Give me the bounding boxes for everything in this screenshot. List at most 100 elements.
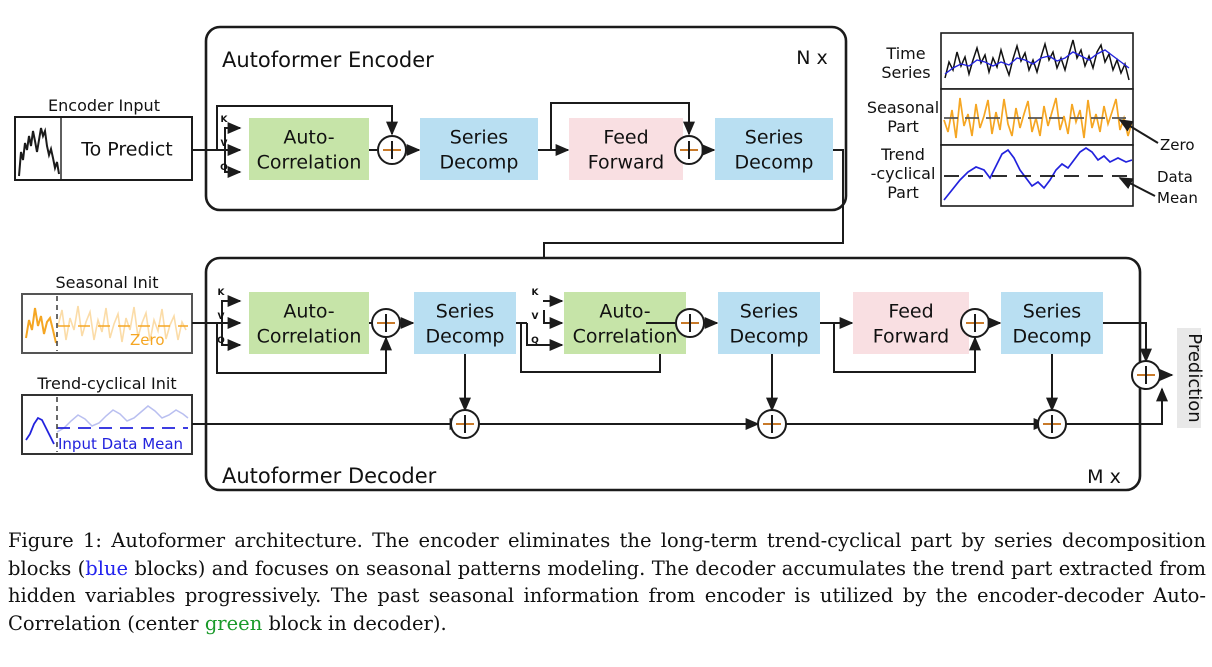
encoder-residual-2 bbox=[550, 102, 695, 150]
enc-feed-forward-block[interactable] bbox=[569, 118, 683, 180]
data-mean-annotation-1: Data bbox=[1157, 168, 1193, 186]
dec-k-wire-1 bbox=[221, 295, 242, 323]
trend-part-label-1: Trend bbox=[880, 145, 925, 164]
caption-green-word: green bbox=[204, 612, 263, 636]
prediction-badge bbox=[1177, 328, 1201, 428]
dec-sd2-label-1: Series bbox=[740, 301, 798, 323]
trend-init-curve bbox=[25, 397, 189, 452]
trend-part-label-2: -cyclical bbox=[871, 164, 936, 183]
dec-ac2-label-1: Auto- bbox=[599, 301, 650, 323]
dec-q-wire-2 bbox=[526, 323, 564, 351]
encoder-q-label: Q bbox=[220, 163, 228, 173]
dec-feed-forward-block[interactable] bbox=[853, 292, 969, 354]
seasonal-init-curve bbox=[25, 296, 188, 351]
dec-sd3-label-1: Series bbox=[1023, 301, 1081, 323]
trend-cyclical-part-curve bbox=[943, 146, 1132, 201]
dec-ff-label-2: Forward bbox=[873, 326, 949, 348]
dec-sd1-label-1: Series bbox=[436, 301, 494, 323]
encoder-k-wire bbox=[224, 122, 242, 150]
decoder-residual-1 bbox=[216, 323, 392, 374]
enc-series-decomp-1-label-1: Series bbox=[450, 127, 508, 149]
trend-part-label-3: Part bbox=[887, 183, 919, 202]
caption-part-3: block in decoder). bbox=[262, 612, 447, 636]
dec-add-2 bbox=[675, 308, 705, 338]
dec-q-label-2: Q bbox=[531, 336, 539, 346]
dec-sd1-label-2: Decomp bbox=[426, 326, 505, 348]
encoder-v-label: V bbox=[221, 139, 228, 149]
seasonal-part-label-1: Seasonal bbox=[867, 98, 939, 117]
dec-v-label-1: V bbox=[218, 312, 225, 322]
enc-series-decomp-2-label-2: Decomp bbox=[735, 152, 814, 174]
zero-annotation: Zero bbox=[1160, 136, 1195, 154]
dec-series-decomp-1-block[interactable] bbox=[414, 292, 516, 354]
autoformer-architecture-diagram: Autoformer Encoder N x Encoder Input To … bbox=[14, 25, 1205, 492]
encoder-k-label: K bbox=[221, 115, 229, 125]
dec-ff-label-1: Feed bbox=[888, 301, 933, 323]
caption-blue-word: blue bbox=[85, 556, 129, 580]
trend-init-panel bbox=[21, 394, 193, 455]
caption-prefix: Figure 1: bbox=[8, 529, 102, 552]
encoder-input-panel bbox=[14, 116, 193, 181]
dec-add-3 bbox=[960, 308, 990, 338]
dec-ac2-label-2: Correlation bbox=[573, 326, 678, 348]
enc-series-decomp-1-block[interactable] bbox=[420, 118, 538, 180]
enc-feed-forward-label-2: Forward bbox=[588, 152, 664, 174]
enc-series-decomp-2-label-1: Series bbox=[745, 127, 803, 149]
enc-add-2 bbox=[674, 135, 704, 165]
caption-part-2: blocks) and focuses on seasonal patterns… bbox=[8, 556, 1207, 636]
seasonal-part-label-2: Part bbox=[887, 117, 919, 136]
dec-v-label-2: V bbox=[532, 312, 539, 322]
dec-v-wire-2 bbox=[543, 310, 564, 329]
time-series-label-2: Series bbox=[881, 63, 930, 82]
decoder-residual-2 bbox=[520, 323, 666, 373]
encoder-title: Autoformer Encoder bbox=[222, 48, 434, 72]
dec-add-1 bbox=[371, 308, 401, 338]
dec-sd3-label-2: Decomp bbox=[1013, 326, 1092, 348]
dec-trend-add-3 bbox=[1037, 409, 1067, 439]
seasonal-init-caption: Seasonal Init bbox=[56, 273, 159, 292]
seasonal-init-zero-label: Zero bbox=[130, 331, 165, 349]
dec-q-label-1: Q bbox=[217, 336, 225, 346]
figure-caption: Figure 1: Autoformer architecture. The e… bbox=[8, 527, 1206, 638]
dec-series-decomp-3-block[interactable] bbox=[1001, 292, 1103, 354]
decoder-repeat-label: M x bbox=[1087, 466, 1121, 488]
dec-trend-add-2 bbox=[757, 409, 787, 439]
time-series-curves bbox=[944, 39, 1130, 81]
dec-k-label-2: K bbox=[532, 288, 540, 298]
dec-ac1-label-1: Auto- bbox=[283, 301, 334, 323]
time-series-label-1: Time bbox=[885, 44, 925, 63]
encoder-input-sparkline bbox=[18, 127, 60, 177]
enc-auto-correlation-label-1: Auto- bbox=[283, 127, 334, 149]
data-mean-annotation-2: Mean bbox=[1157, 189, 1198, 207]
dec-k-label-1: K bbox=[218, 288, 226, 298]
decoder-residual-3 bbox=[833, 323, 981, 373]
encoder-q-wire bbox=[224, 150, 242, 178]
enc-series-decomp-2-block[interactable] bbox=[715, 118, 833, 180]
trend-init-caption: Trend-cyclical Init bbox=[36, 374, 176, 393]
enc-series-decomp-1-label-2: Decomp bbox=[440, 152, 519, 174]
trend-to-final-add bbox=[1066, 387, 1168, 425]
encoder-input-caption: Encoder Input bbox=[48, 96, 160, 115]
seasonal-part-panel bbox=[940, 88, 1134, 146]
decoder-title: Autoformer Decoder bbox=[222, 464, 437, 488]
prediction-label: Prediction bbox=[1184, 333, 1205, 422]
encoder-repeat-label: N x bbox=[796, 47, 828, 69]
dec-sd2-label-2: Decomp bbox=[730, 326, 809, 348]
seasonal-part-curve bbox=[943, 97, 1132, 139]
encoder-residual-1 bbox=[216, 105, 398, 150]
enc-feed-forward-label-1: Feed bbox=[603, 127, 648, 149]
seasonal-to-final-add bbox=[1103, 322, 1152, 363]
enc-add-1 bbox=[377, 135, 407, 165]
encoder-input-to-predict-label: To Predict bbox=[80, 139, 172, 161]
dec-k-wire-2 bbox=[543, 295, 564, 307]
data-mean-pointer-line bbox=[1118, 177, 1156, 197]
dec-q-wire-1 bbox=[221, 323, 242, 351]
final-add bbox=[1131, 360, 1161, 390]
zero-pointer-line bbox=[1118, 119, 1159, 144]
dec-series-decomp-2-block[interactable] bbox=[718, 292, 820, 354]
enc-auto-correlation-block[interactable] bbox=[249, 118, 369, 180]
dec-auto-correlation-1-block[interactable] bbox=[249, 292, 369, 354]
dec-ac1-label-2: Correlation bbox=[257, 326, 362, 348]
caption-part-1: Autoformer architecture. The encoder eli… bbox=[8, 529, 1206, 580]
